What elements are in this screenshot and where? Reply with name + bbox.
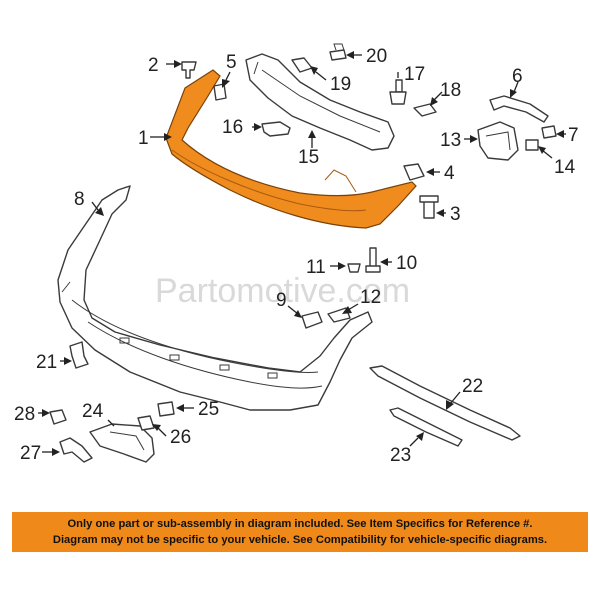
- screw-11: [347, 263, 361, 273]
- callout-13: 13: [440, 130, 461, 151]
- callout-27: 27: [20, 443, 41, 464]
- clip-28: [49, 409, 67, 425]
- bracket-16: [261, 121, 291, 137]
- disclaimer-line-2: Diagram may not be specific to your vehi…: [52, 534, 548, 546]
- callout-15: 15: [298, 147, 319, 168]
- callout-28: 28: [14, 404, 35, 425]
- nut-19: [291, 57, 313, 73]
- reinforcement-beam: [245, 53, 395, 151]
- lower-bumper-fascia: [57, 185, 373, 411]
- bolt-25: [157, 401, 175, 417]
- callout-10: 10: [396, 253, 417, 274]
- callout-19: 19: [330, 74, 351, 95]
- bolt-17: [389, 79, 407, 105]
- callout-6: 6: [512, 66, 523, 87]
- retainer-4: [403, 163, 425, 181]
- callout-2: 2: [148, 55, 159, 76]
- callout-4: 4: [444, 163, 455, 184]
- clip-26: [137, 415, 155, 431]
- callout-16: 16: [222, 117, 243, 138]
- bracket-6: [489, 95, 549, 123]
- bolt-3: [419, 195, 439, 219]
- screw-7: [541, 125, 557, 139]
- bolt-20: [329, 43, 347, 61]
- callout-12: 12: [360, 287, 381, 308]
- bracket-13: [477, 121, 519, 161]
- retainer-5: [213, 83, 227, 101]
- leader-lines: [38, 51, 566, 456]
- clip-18: [413, 103, 437, 117]
- callout-18: 18: [440, 80, 461, 101]
- screw-14: [525, 139, 539, 151]
- bolt-10: [365, 247, 381, 273]
- upper-bumper-cover: [165, 69, 417, 229]
- trim-strip-22: [369, 365, 521, 441]
- disclaimer-line-1: Only one part or sub-assembly in diagram…: [67, 518, 533, 530]
- callout-labels: 1 2 5 16 20 19 15 17 18 6 13 7 14 4 3 8 …: [14, 46, 579, 466]
- callout-26: 26: [170, 427, 191, 448]
- bracket-24: [89, 423, 155, 463]
- callout-25: 25: [198, 399, 219, 420]
- sensor-21: [69, 341, 89, 369]
- bracket-27: [59, 437, 93, 463]
- callout-21: 21: [36, 352, 57, 373]
- clip-2: [181, 61, 197, 79]
- callout-11: 11: [306, 257, 326, 278]
- callout-24: 24: [82, 401, 104, 422]
- callout-5: 5: [226, 52, 237, 73]
- watermark: Partomotive.com: [155, 272, 410, 310]
- disclaimer-banner: Only one part or sub-assembly in diagram…: [12, 512, 588, 552]
- bracket-9: [301, 311, 323, 329]
- callout-7: 7: [568, 125, 579, 146]
- callout-1: 1: [138, 128, 149, 149]
- callout-14: 14: [554, 157, 576, 178]
- callout-20: 20: [366, 46, 387, 67]
- trim-strip-23: [389, 407, 463, 447]
- callout-22: 22: [462, 376, 483, 397]
- callout-8: 8: [74, 189, 85, 210]
- callout-17: 17: [404, 64, 425, 85]
- callout-23: 23: [390, 445, 411, 466]
- callout-3: 3: [450, 204, 461, 225]
- callout-9: 9: [276, 290, 287, 311]
